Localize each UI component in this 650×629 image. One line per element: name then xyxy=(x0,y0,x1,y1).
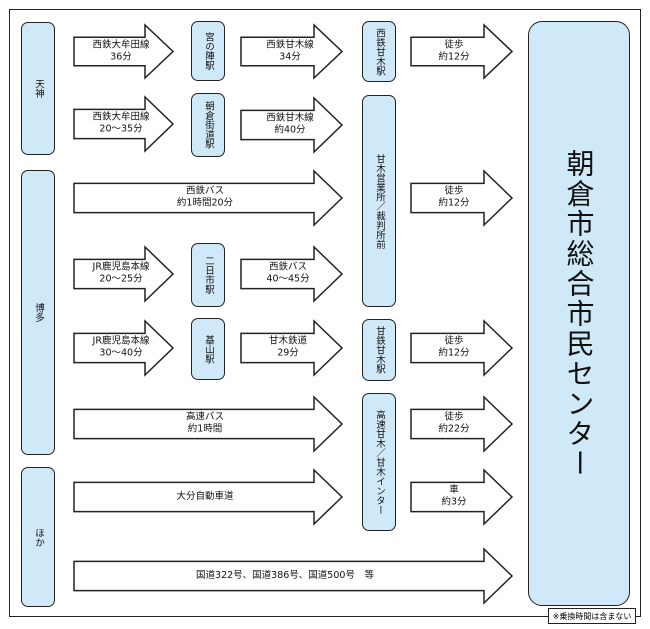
arrow-r1 xyxy=(73,23,175,80)
arrow-r8 xyxy=(73,245,175,303)
station-miyanojin: 宮の陣駅 xyxy=(191,21,225,81)
label-r16: 車約3分 xyxy=(441,484,467,508)
arrow-r6 xyxy=(73,169,344,227)
station-futsukaichi: 二日市駅 xyxy=(191,243,225,307)
destination-box: 朝倉市総合市民センター xyxy=(528,21,630,606)
label-r17: 国道322号、国道386号、国道500号 等 xyxy=(196,569,374,581)
arrow-r10 xyxy=(73,319,175,377)
arrow-r7 xyxy=(410,169,514,227)
origin-hakata: 博多 xyxy=(21,170,55,455)
label-r3: 徒歩約12分 xyxy=(438,39,470,63)
arrow-r17 xyxy=(73,547,514,605)
label-r15: 大分自動車道 xyxy=(176,490,234,502)
station-amatetsu-amagi: 甘鉄甘木駅 xyxy=(362,319,396,381)
station-kiyama: 基山駅 xyxy=(191,318,225,380)
stop-kosoku-amagi: 高速甘木／甘木インター xyxy=(362,393,396,531)
station-nishitetsu-amagi: 西鉄甘木駅 xyxy=(362,21,396,82)
label-r13: 高速バス約1時間 xyxy=(185,411,225,435)
label-r12: 徒歩約12分 xyxy=(438,335,470,359)
arrow-r5 xyxy=(240,96,344,154)
arrow-r16 xyxy=(410,468,514,526)
label-r14: 徒歩約22分 xyxy=(438,411,470,435)
origin-tenjin: 天神 xyxy=(21,22,55,155)
arrow-r15 xyxy=(73,468,344,526)
arrow-r14 xyxy=(410,395,514,453)
arrow-r2 xyxy=(240,23,344,80)
arrow-r3 xyxy=(410,23,514,80)
arrow-r11 xyxy=(240,319,344,377)
footnote: ※乗換時間は含まない xyxy=(548,608,636,624)
label-r7: 徒歩約12分 xyxy=(438,185,470,209)
arrow-r12 xyxy=(410,319,514,377)
stop-amagi-eigyosho: 甘木営業所／裁判所前 xyxy=(362,95,396,307)
origin-other: ほか xyxy=(21,467,55,607)
station-asakura-kaido: 朝倉街道駅 xyxy=(191,93,225,157)
label-r6: 西鉄バス約1時間20分 xyxy=(176,185,234,209)
arrow-r9 xyxy=(240,245,344,303)
diagram-frame xyxy=(9,9,641,617)
label-r5: 西鉄甘木線約40分 xyxy=(266,112,314,136)
arrow-r4 xyxy=(73,95,175,153)
arrow-r13 xyxy=(73,395,344,453)
